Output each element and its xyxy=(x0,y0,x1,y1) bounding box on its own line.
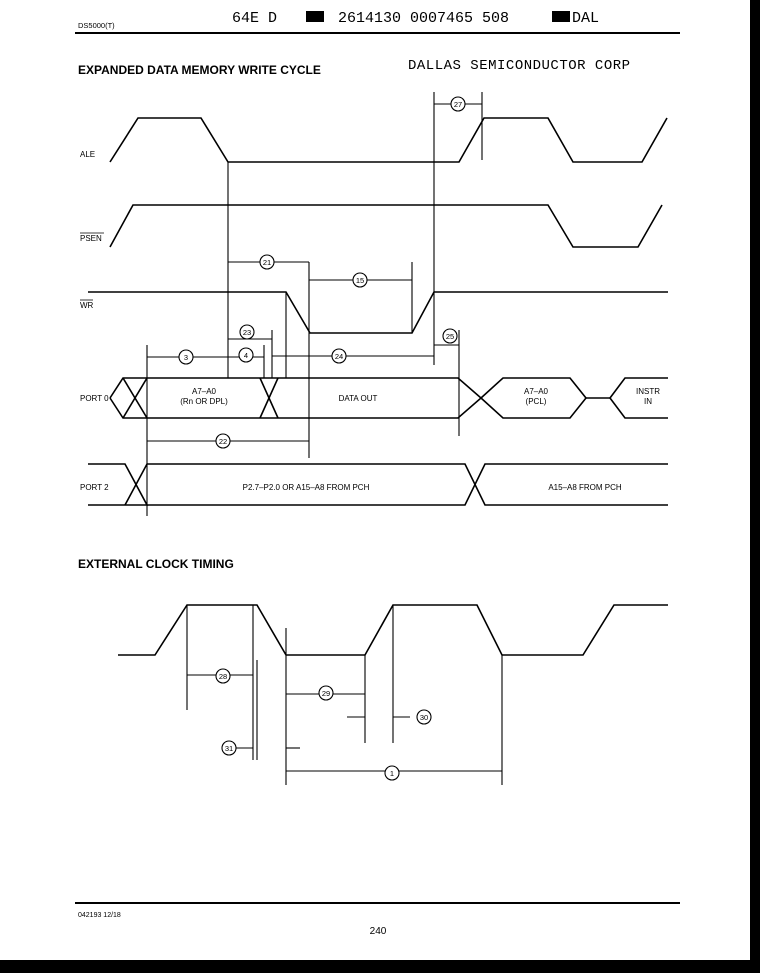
svg-text:1: 1 xyxy=(390,769,394,778)
scan-code: 64E D xyxy=(232,10,277,27)
doc-code: DS5000(T) xyxy=(78,21,115,30)
scan-suffix: DAL xyxy=(572,10,599,27)
write-marker-15: 15 xyxy=(309,272,412,288)
svg-text:4: 4 xyxy=(244,351,248,360)
wr-waveform xyxy=(88,291,668,334)
company-name: DALLAS SEMICONDUCTOR CORP xyxy=(408,58,631,74)
clock-marker-1: 1 xyxy=(286,765,502,781)
signal-port0: PORT 0 xyxy=(80,394,109,403)
write-cycle-reference-lines xyxy=(146,92,483,516)
p2-addr-label: P2.7–P2.0 OR A15–A8 FROM PCH xyxy=(243,483,370,492)
svg-text:31: 31 xyxy=(225,744,233,753)
clock-waveform xyxy=(118,604,668,656)
p0-instr-label: INSTR xyxy=(636,387,660,396)
signal-port2: PORT 2 xyxy=(80,483,109,492)
p0-pcl-label: A7–A0 xyxy=(524,387,549,396)
p0-data-label: DATA OUT xyxy=(339,394,378,403)
p0-pcl-sub-label: (PCL) xyxy=(526,397,547,406)
clock-marker-30: 30 xyxy=(347,709,432,725)
svg-text:23: 23 xyxy=(243,328,251,337)
clock-reference-lines xyxy=(186,605,503,785)
p0-addr-sub-label: (Rn OR DPL) xyxy=(180,397,228,406)
paper-sheet xyxy=(0,0,750,960)
scan-block-mark-2 xyxy=(552,11,570,22)
write-marker-25: 25 xyxy=(434,328,459,346)
signal-wr: WR xyxy=(80,301,94,310)
svg-text:28: 28 xyxy=(219,672,227,681)
page-number: 240 xyxy=(370,926,387,937)
write-marker-3: 3 xyxy=(147,349,228,365)
svg-text:3: 3 xyxy=(184,353,188,362)
svg-text:24: 24 xyxy=(335,352,343,361)
footer-code: 042193 12/18 xyxy=(78,912,121,919)
clock-marker-31: 31 xyxy=(221,740,300,756)
svg-text:15: 15 xyxy=(356,276,364,285)
port2-bus xyxy=(88,463,668,506)
clock-title: EXTERNAL CLOCK TIMING xyxy=(78,557,234,571)
p2-pch-label: A15–A8 FROM PCH xyxy=(548,483,622,492)
svg-text:29: 29 xyxy=(322,689,330,698)
write-marker-24: 24 xyxy=(272,348,434,364)
write-cycle-title: EXPANDED DATA MEMORY WRITE CYCLE xyxy=(78,63,321,77)
clock-marker-28: 28 xyxy=(187,668,253,684)
svg-text:25: 25 xyxy=(446,332,454,341)
write-marker-27: 27 xyxy=(434,96,482,112)
scan-block-mark xyxy=(306,11,324,22)
svg-text:27: 27 xyxy=(454,100,462,109)
svg-text:30: 30 xyxy=(420,713,428,722)
write-marker-4: 4 xyxy=(228,347,264,363)
write-marker-23: 23 xyxy=(228,324,272,340)
p0-instr-sub-label: IN xyxy=(644,397,652,406)
scan-number: 2614130 0007465 508 xyxy=(338,10,509,27)
svg-text:22: 22 xyxy=(219,437,227,446)
psen-waveform xyxy=(109,204,663,248)
ale-waveform xyxy=(109,117,668,163)
signal-psen: PSEN xyxy=(80,234,102,243)
clock-marker-29: 29 xyxy=(286,685,365,701)
write-marker-22: 22 xyxy=(147,433,309,449)
p0-addr-label: A7–A0 xyxy=(192,387,217,396)
write-marker-21: 21 xyxy=(228,254,309,270)
svg-text:21: 21 xyxy=(263,258,271,267)
signal-ale: ALE xyxy=(80,150,95,159)
